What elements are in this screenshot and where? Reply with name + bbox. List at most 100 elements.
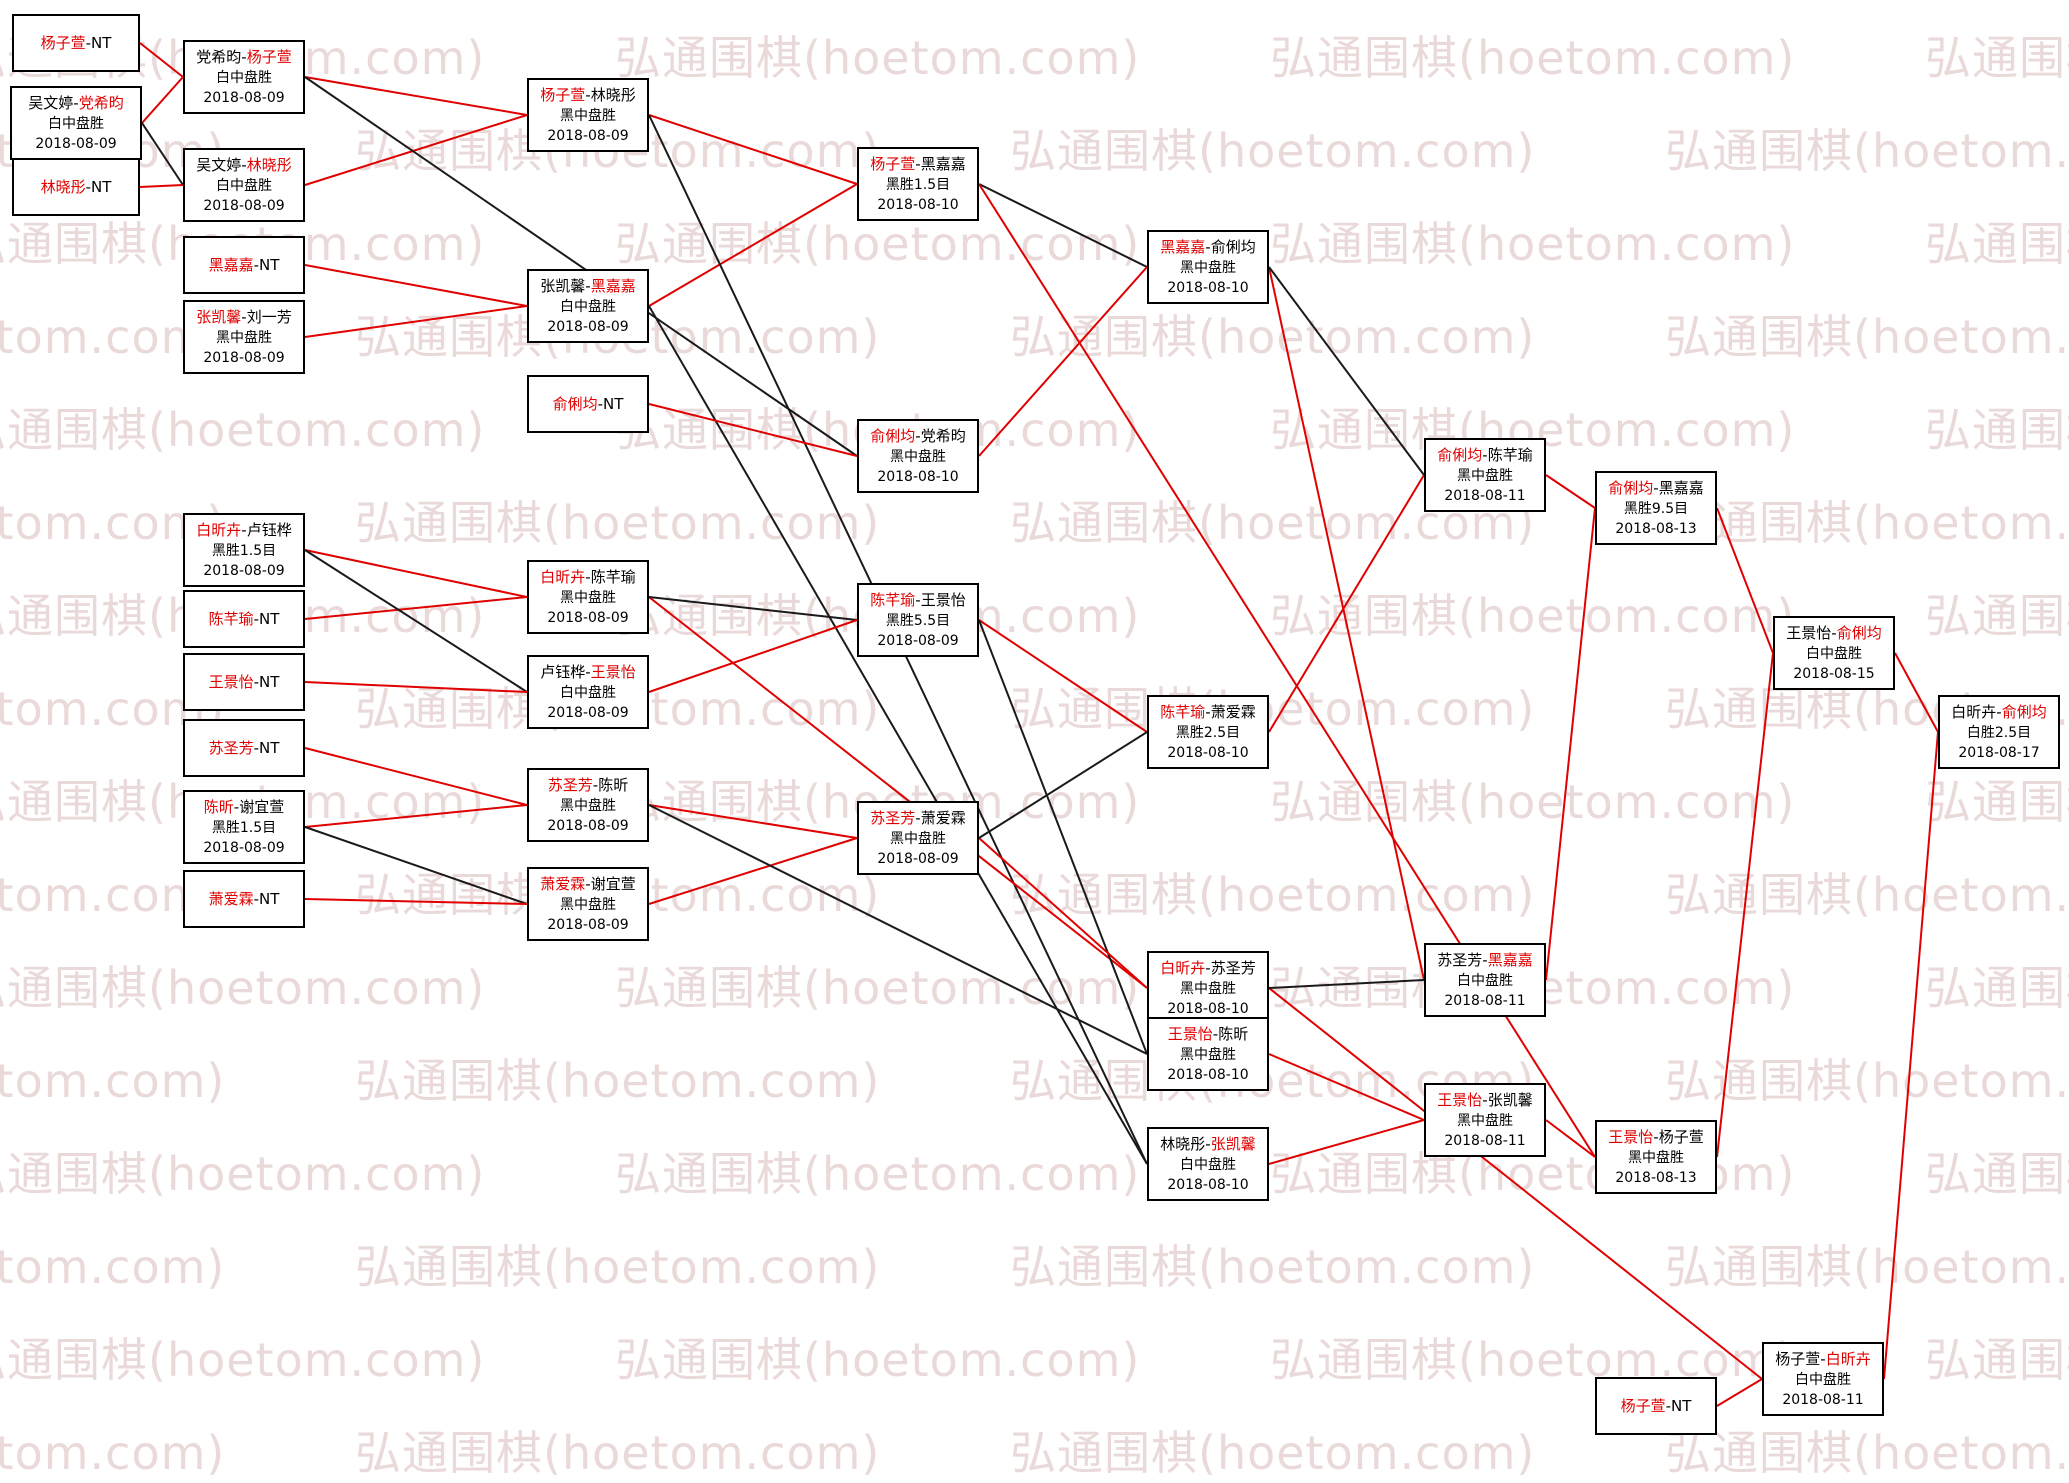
player1-name: 卢钰桦 (540, 662, 586, 681)
match-date: 2018-08-10 (1167, 1176, 1249, 1193)
player1-name: 陈芊瑜 (870, 590, 916, 609)
connector-line-red (1268, 987, 1763, 1380)
match-result: 黑中盘胜 (1180, 259, 1236, 276)
match-players: 杨子萱-NT (1621, 1396, 1692, 1417)
player1-name: 张凯馨 (196, 307, 242, 326)
match-result: 黑胜1.5目 (211, 819, 277, 836)
players-separator: - (253, 672, 260, 691)
match-result: 黑中盘胜 (560, 896, 616, 913)
connector-line-black (978, 619, 1148, 1055)
bracket-lines-layer (139, 42, 1939, 1407)
players-separator: - (915, 426, 921, 445)
player1-name: 俞俐均 (1437, 445, 1483, 464)
players-separator: - (915, 154, 921, 173)
player2-name: 谢宜萱 (239, 797, 285, 816)
player1-name: 王景怡 (208, 672, 254, 691)
match-result: 黑胜1.5目 (885, 176, 951, 193)
player1-name: 苏圣芳 (870, 808, 916, 827)
player2-name: 张凯馨 (1210, 1134, 1256, 1153)
players-separator: - (585, 874, 591, 893)
match-result: 白中盘胜 (216, 69, 272, 86)
player1-name: 张凯馨 (540, 276, 586, 295)
player2-name: NT (603, 394, 624, 413)
match-result: 白中盘胜 (1806, 645, 1862, 662)
match-date: 2018-08-09 (547, 318, 629, 335)
connector-line-black (648, 596, 858, 621)
connector-line-black (1268, 266, 1425, 476)
match-result: 黑胜1.5目 (211, 542, 277, 559)
player2-name: 黑嘉嘉 (1487, 950, 1533, 969)
connector-line-red (1268, 1053, 1425, 1121)
connector-line-red (1545, 474, 1596, 509)
players-separator: - (253, 609, 260, 628)
player1-name: 苏圣芳 (1437, 950, 1483, 969)
connector-line-red (1545, 1119, 1596, 1158)
players-separator: - (241, 47, 247, 66)
match-date: 2018-08-09 (203, 197, 285, 214)
match-date: 2018-08-13 (1615, 1169, 1697, 1186)
players-separator: - (253, 889, 260, 908)
connector-line-black (978, 183, 1148, 268)
match-players: 白昕卉-俞俐均 (1951, 702, 2046, 723)
match-players: 卢钰桦-王景怡 (540, 662, 635, 683)
player2-name: 俞俐均 (1210, 237, 1256, 256)
match-date: 2018-08-09 (547, 704, 629, 721)
match-players: 黑嘉嘉-俞俐均 (1160, 237, 1255, 258)
connector-line-red (1894, 652, 1939, 733)
match-players: 萧爱霖-NT (209, 889, 280, 910)
player2-name: 陈昕 (1218, 1024, 1249, 1043)
connector-line-red (1268, 474, 1425, 733)
match-result: 白胜2.5目 (1966, 724, 2032, 741)
player2-name: NT (1671, 1396, 1692, 1415)
match-date: 2018-08-09 (203, 349, 285, 366)
match-box-b9: 陈芊瑜-NT (183, 590, 305, 648)
player1-name: 陈昕 (203, 797, 234, 816)
match-result: 白中盘胜 (1180, 1156, 1236, 1173)
match-date: 2018-08-09 (877, 850, 959, 867)
player2-name: 党希昀 (78, 93, 124, 112)
match-players: 俞俐均-黑嘉嘉 (1608, 478, 1703, 499)
players-separator: - (1653, 1127, 1659, 1146)
players-separator: - (1482, 1090, 1488, 1109)
players-separator: - (597, 394, 604, 413)
connector-line-red (978, 619, 1148, 733)
players-separator: - (1996, 702, 2002, 721)
players-separator: - (592, 775, 599, 794)
players-separator: - (585, 85, 591, 104)
match-box-b25: 黑嘉嘉-俞俐均黑中盘胜 2018-08-10 (1147, 230, 1269, 304)
match-box-b13: 萧爱霖-NT (183, 870, 305, 928)
match-date: 2018-08-09 (203, 562, 285, 579)
match-players: 王景怡-杨子萱 (1608, 1127, 1703, 1148)
players-separator: - (1653, 478, 1659, 497)
match-players: 王景怡-陈昕 (1168, 1024, 1248, 1045)
player1-name: 白昕卉 (1160, 958, 1206, 977)
player2-name: NT (259, 255, 280, 274)
connector-line-red (648, 596, 1148, 989)
player2-name: 陈芊瑜 (590, 567, 636, 586)
match-box-b10: 王景怡-NT (183, 653, 305, 711)
player1-name: 杨子萱 (1775, 1349, 1821, 1368)
match-players: 苏圣芳-萧爱霖 (870, 808, 965, 829)
match-result: 黑中盘胜 (216, 329, 272, 346)
player2-name: 萧爱霖 (1210, 702, 1256, 721)
match-date: 2018-08-10 (877, 196, 959, 213)
match-players: 白昕卉-卢钰桦 (196, 520, 291, 541)
player1-name: 苏圣芳 (208, 738, 254, 757)
match-players: 吴文婷-党希昀 (28, 93, 123, 114)
player2-name: 黑嘉嘉 (1658, 478, 1704, 497)
connector-line-red (304, 114, 528, 186)
player1-name: 苏圣芳 (547, 775, 593, 794)
match-box-b35: 杨子萱-NT (1595, 1377, 1717, 1435)
match-box-b11: 苏圣芳-NT (183, 719, 305, 777)
match-result: 黑中盘胜 (560, 797, 616, 814)
match-date: 2018-08-10 (1167, 279, 1249, 296)
match-box-b16: 俞俐均-NT (527, 375, 649, 433)
player1-name: 陈芊瑜 (208, 609, 254, 628)
